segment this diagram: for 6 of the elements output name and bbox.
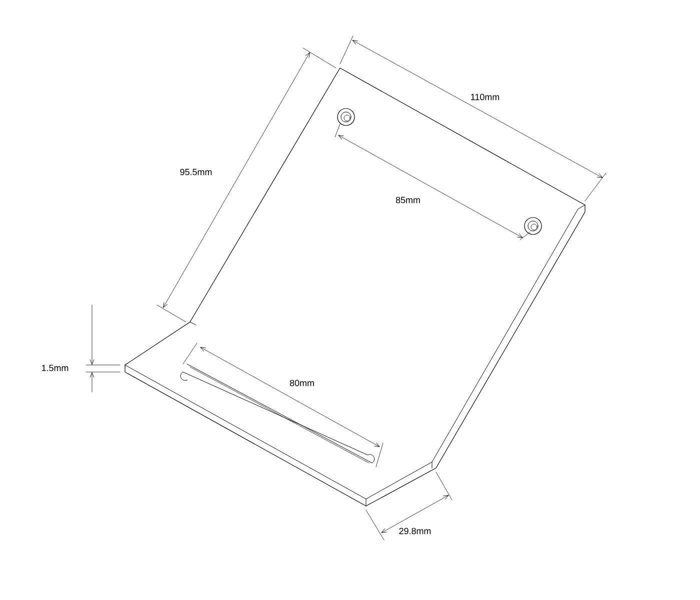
dimension-label: 85mm [396, 196, 420, 204]
dimension-label: 110mm [471, 94, 500, 100]
dimension-label: 1.5mm [42, 364, 68, 372]
dimension-label: 95.5mm [180, 168, 212, 176]
dimension-label: 80mm [290, 380, 314, 386]
dimension-label: 29.8mm [399, 528, 431, 534]
